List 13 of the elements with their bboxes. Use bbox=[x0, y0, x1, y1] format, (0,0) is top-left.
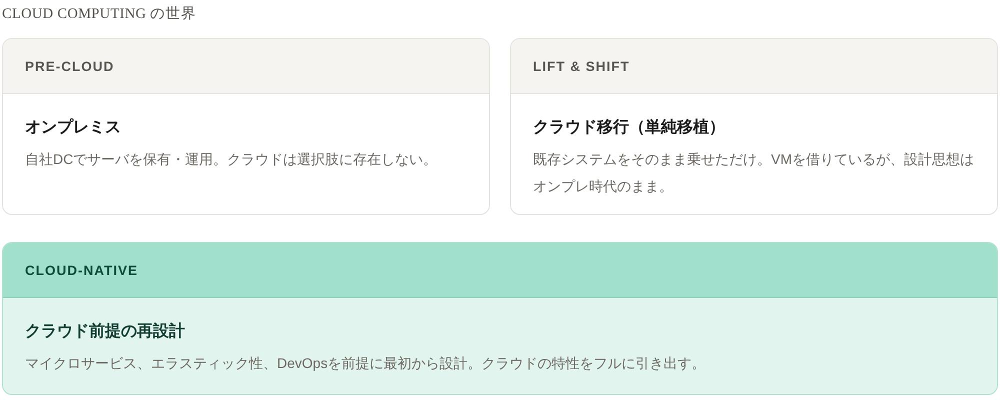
card-header: CLOUD-NATIVE bbox=[3, 243, 997, 298]
card-heading: クラウド移行（単純移植） bbox=[533, 118, 725, 138]
card-heading: オンプレミス bbox=[25, 117, 121, 138]
card-header: PRE-CLOUD bbox=[3, 39, 489, 94]
card-heading: クラウド前提の再設計 bbox=[25, 321, 185, 342]
card-description: マイクロサービス、エラスティック性、DevOpsを前提に最初から設計。クラウドの特性をフルに引き出す。 bbox=[25, 354, 707, 373]
card-header: LIFT & SHIFT bbox=[511, 39, 997, 94]
stage-card bbox=[510, 38, 998, 215]
stage-card bbox=[2, 242, 998, 395]
diagram-title: CLOUD COMPUTING の世界 bbox=[2, 5, 196, 24]
card-description: 自社DCでサーバを保有・運用。クラウドは選択肢に存在しない。 bbox=[25, 150, 438, 169]
stage-card bbox=[2, 38, 490, 215]
card-description: 既存システムをそのまま乗せただけ。VMを借りているが、設計思想はオンプレ時代のまま。 bbox=[533, 150, 975, 196]
